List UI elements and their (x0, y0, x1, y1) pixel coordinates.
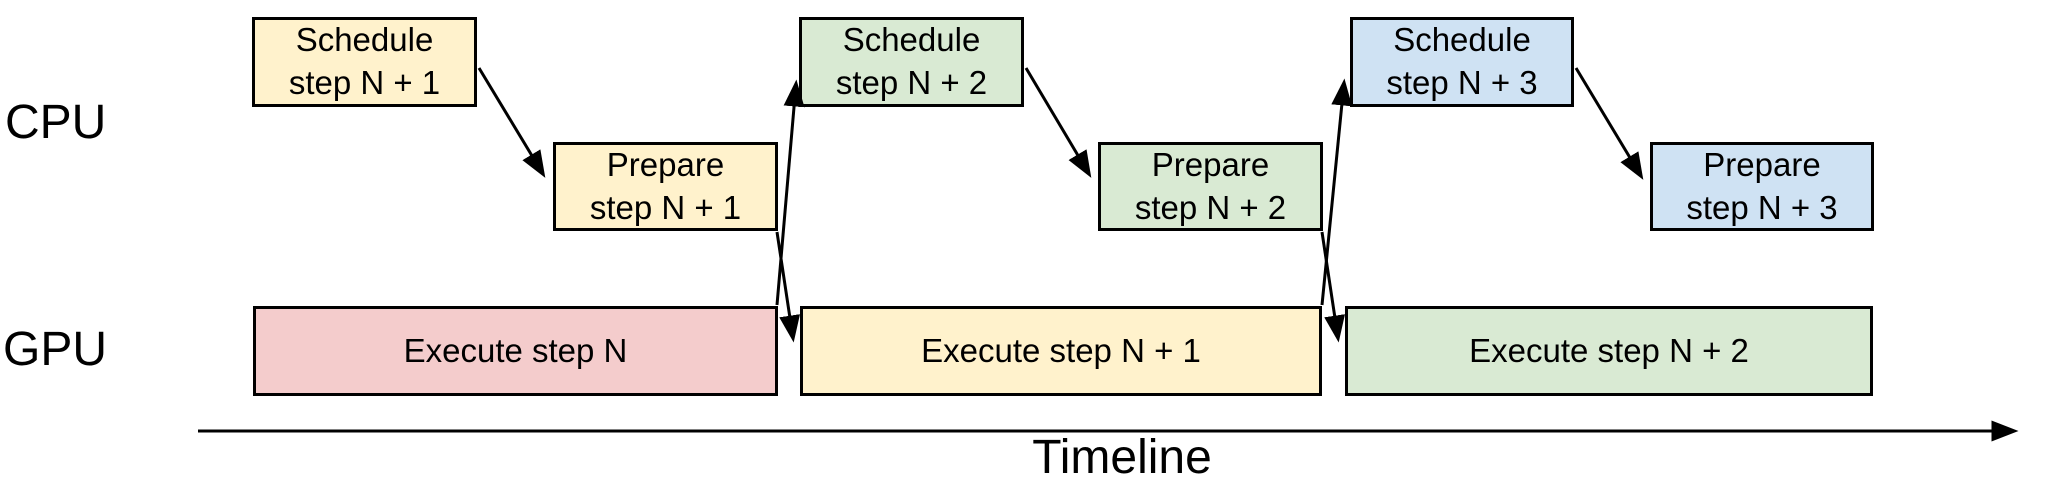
schedule-step-n2-box: Schedule step N + 2 (799, 17, 1024, 107)
execute-step-n-box: Execute step N (253, 306, 778, 396)
execute-step-n2-box: Execute step N + 2 (1345, 306, 1873, 396)
schedule-step-n1-box: Schedule step N + 1 (252, 17, 477, 107)
arrow-execute1-to-schedule3 (1320, 78, 1353, 306)
schedule-step-n3-box: Schedule step N + 3 (1350, 17, 1574, 107)
arrow-schedule3-to-prepare3 (1574, 67, 1644, 180)
cpu-row-label: CPU (5, 96, 107, 149)
arrow-schedule1-to-prepare1 (477, 67, 546, 178)
arrow-prepare1-to-execute1 (775, 231, 801, 343)
arrow-schedule2-to-prepare2 (1024, 67, 1092, 178)
gpu-row-label: GPU (3, 323, 108, 376)
arrow-execute0-to-schedule2 (775, 79, 805, 306)
prepare-step-n1-box: Prepare step N + 1 (553, 142, 778, 231)
timeline-axis-label: Timeline (1032, 431, 1212, 484)
prepare-step-n3-box: Prepare step N + 3 (1650, 142, 1874, 231)
arrow-prepare2-to-execute2 (1320, 231, 1346, 343)
prepare-step-n2-box: Prepare step N + 2 (1098, 142, 1323, 231)
execute-step-n1-box: Execute step N + 1 (800, 306, 1322, 396)
